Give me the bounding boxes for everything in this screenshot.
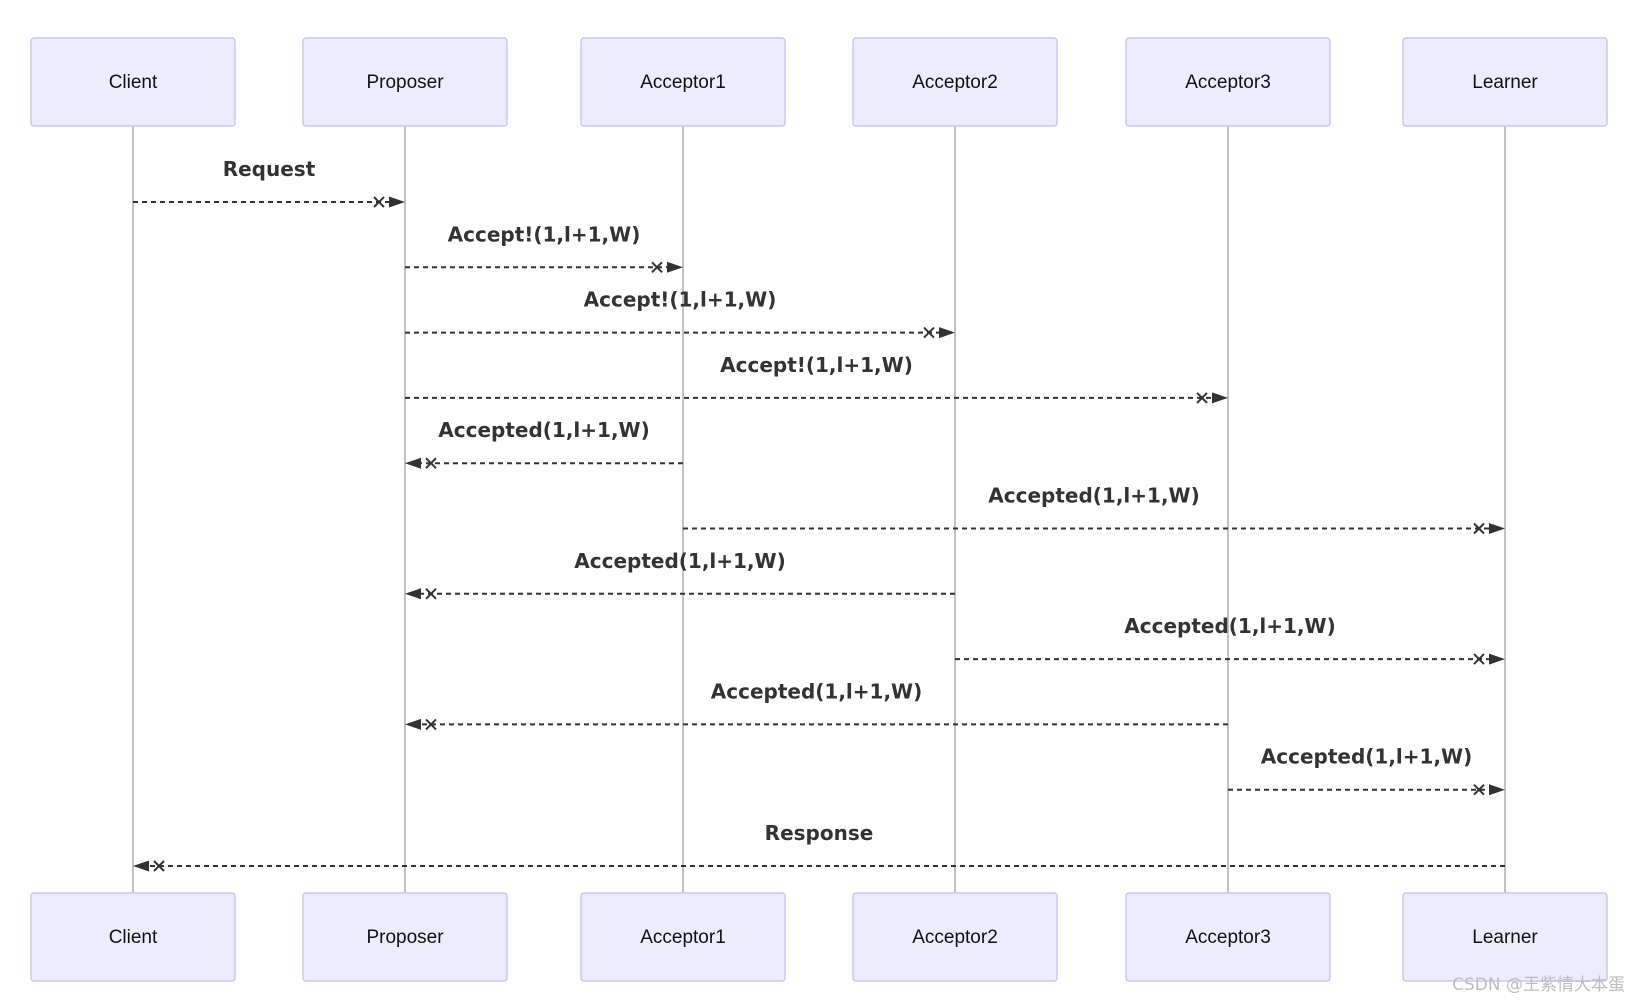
arrowhead-icon [405,588,421,600]
actor-label: Client [109,72,158,93]
message-1: Request [133,157,405,208]
message-label: Accept!(1,l+1,W) [720,353,913,377]
message-4: Accept!(1,l+1,W) [405,353,1228,404]
message-label: Accepted(1,l+1,W) [1124,614,1336,638]
message-label: Accept!(1,l+1,W) [448,222,641,246]
arrowhead-icon [1489,523,1505,534]
actor-box [302,37,508,127]
message-label: Accepted(1,l+1,W) [1261,745,1473,769]
actor-learner-top: Learner [1402,37,1608,127]
cross-icon [1196,392,1208,404]
message-label: Accepted(1,l+1,W) [438,418,650,442]
actor-label: Client [109,927,158,948]
message-8: Accepted(1,l+1,W) [955,614,1505,665]
cross-icon [651,261,663,274]
arrowhead-icon [1489,784,1505,796]
actor-label: Proposer [366,927,444,948]
actor-box [1402,37,1608,127]
message-7: Accepted(1,l+1,W) [405,549,955,600]
message-label: Response [765,821,874,845]
watermark: CSDN @王紫情大本蛋 [1452,975,1625,995]
arrowhead-icon [939,327,955,339]
actor-label: Acceptor1 [640,72,726,93]
arrowhead-icon [133,860,149,872]
cross-icon [425,588,437,600]
actor-label: Acceptor2 [912,72,998,93]
arrowhead-icon [405,457,421,469]
message-3: Accept!(1,l+1,W) [405,288,955,339]
actor-label: Learner [1472,72,1538,93]
actor-learner-bottom: Learner [1402,892,1608,982]
actor-acceptor1-top: Acceptor1 [580,37,786,127]
message-11: Response [133,821,1505,872]
actor-acceptor3-top: Acceptor3 [1125,37,1331,127]
cross-icon [373,196,385,208]
actor-box [1402,892,1608,982]
actor-client-top: Client [30,37,236,127]
actor-box [580,892,786,982]
arrowhead-icon [389,196,405,208]
actor-proposer-top: Proposer [302,37,508,127]
message-label: Accept!(1,l+1,W) [584,288,777,312]
actor-acceptor3-bottom: Acceptor3 [1125,892,1331,982]
actor-label: Acceptor3 [1185,72,1271,93]
actor-box [30,37,236,127]
message-10: Accepted(1,l+1,W) [1228,745,1505,796]
cross-icon [425,718,437,731]
arrowhead-icon [1212,392,1228,404]
actor-box [580,37,786,127]
actor-box [1125,37,1331,127]
message-label: Accepted(1,l+1,W) [574,549,786,573]
actor-box [30,892,236,982]
actor-proposer-bottom: Proposer [302,892,508,982]
cross-icon [1473,522,1485,535]
cross-icon [923,326,935,339]
actor-label: Learner [1472,927,1538,948]
actor-box [852,37,1058,127]
actor-box [1125,892,1331,982]
message-label: Accepted(1,l+1,W) [988,484,1200,508]
actor-label: Proposer [366,72,444,93]
actor-box [302,892,508,982]
actor-label: Acceptor3 [1185,927,1271,948]
cross-icon [1473,653,1485,665]
actor-label: Acceptor2 [912,927,998,948]
message-5: Accepted(1,l+1,W) [405,418,683,469]
arrowhead-icon [405,718,421,730]
actor-client-bottom: Client [30,892,236,982]
actor-acceptor1-bottom: Acceptor1 [580,892,786,982]
arrowhead-icon [1489,653,1505,665]
message-label: Accepted(1,l+1,W) [711,679,923,703]
message-2: Accept!(1,l+1,W) [405,222,683,274]
actor-box [852,892,1058,982]
cross-icon [1473,783,1485,796]
actor-acceptor2-bottom: Acceptor2 [852,892,1058,982]
message-9: Accepted(1,l+1,W) [405,679,1228,731]
message-label: Request [223,157,316,181]
actor-label: Acceptor1 [640,927,726,948]
cross-icon [153,860,165,872]
cross-icon [425,457,437,469]
actor-acceptor2-top: Acceptor2 [852,37,1058,127]
message-6: Accepted(1,l+1,W) [683,484,1505,535]
arrowhead-icon [667,261,683,273]
